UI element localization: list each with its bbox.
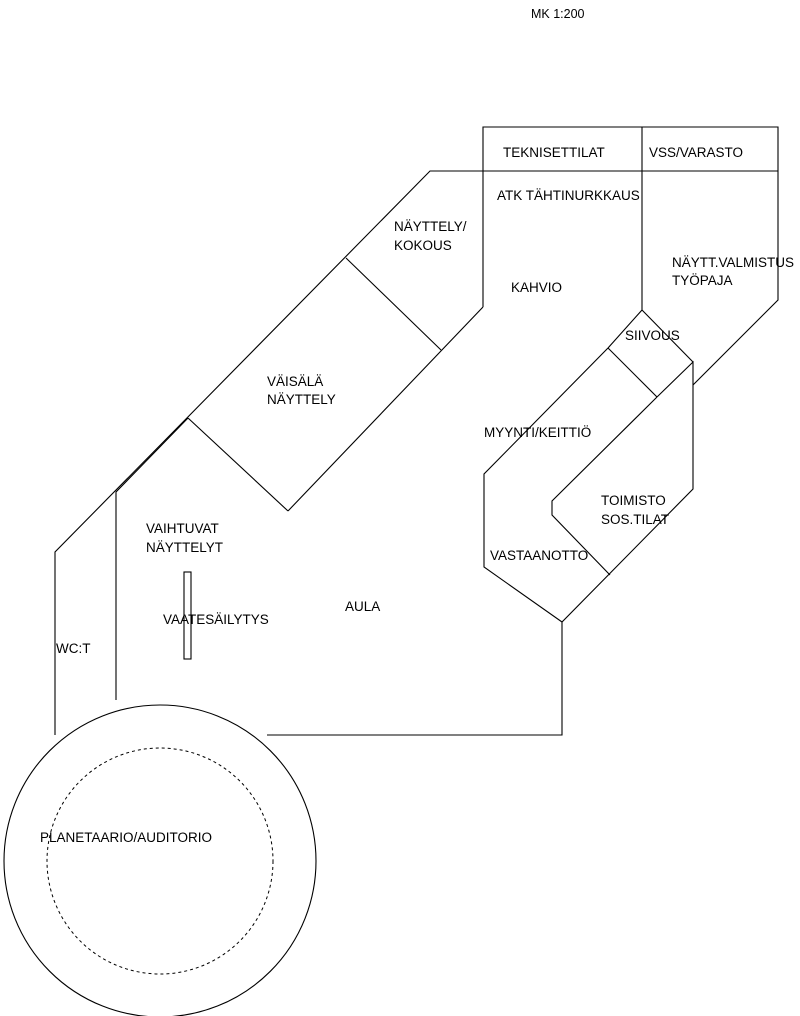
room-label-naytt-valmistus-2: TYÖPAJA bbox=[672, 273, 733, 288]
room-label-vaisala: VÄISÄLÄ bbox=[267, 374, 323, 389]
outer-wall-lower bbox=[267, 622, 563, 736]
room-label-kahvio: KAHVIO bbox=[511, 280, 562, 295]
wall-diagonal-inner-2 bbox=[287, 306, 484, 512]
room-label-vaisala-2: NÄYTTELY bbox=[267, 392, 336, 407]
room-label-vss-varasto: VSS/VARASTO bbox=[649, 145, 743, 160]
wall-tyopaja-south bbox=[641, 309, 694, 363]
room-label-teknisettilat: TEKNISETTILAT bbox=[503, 145, 605, 160]
room-label-siivous: SIIVOUS bbox=[625, 328, 680, 343]
room-label-nayttely-kokous: NÄYTTELY/ bbox=[394, 219, 467, 234]
wall-myynti-block bbox=[483, 347, 694, 623]
planetaario-outer-circle bbox=[3, 704, 317, 1016]
room-label-naytt-valmistus: NÄYTT.VALMISTUS bbox=[672, 255, 794, 270]
planetaario-dome-circle bbox=[46, 747, 274, 975]
wall-vaisala bbox=[187, 417, 289, 512]
room-label-vaihtuvat-2: NÄYTTELYT bbox=[146, 540, 223, 555]
room-label-planetaario: PLANETAARIO/AUDITORIO bbox=[40, 830, 212, 845]
wall-wc bbox=[115, 417, 189, 700]
wall-nayttely-kokous bbox=[345, 257, 442, 351]
wall-toimisto bbox=[551, 396, 658, 576]
room-label-toimisto: TOIMISTO bbox=[601, 493, 666, 508]
room-label-toimisto-2: SOS.TILAT bbox=[601, 512, 669, 527]
room-label-myynti-keittio: MYYNTI/KEITTIÖ bbox=[484, 425, 591, 440]
vaatesailytys-counter bbox=[183, 571, 192, 660]
room-label-atk-tahtinurkkaus: ATK TÄHTINURKKAUS bbox=[497, 188, 640, 203]
room-label-vaihtuvat: VAIHTUVAT bbox=[146, 521, 219, 536]
room-label-wc: WC:T bbox=[56, 641, 91, 656]
outer-wall bbox=[54, 126, 779, 735]
room-label-vaatesailytys: VAATESÄILYTYS bbox=[163, 612, 269, 627]
room-label-aula: AULA bbox=[345, 599, 380, 614]
wall-siivous-inner bbox=[607, 347, 658, 398]
scale-label: MK 1:200 bbox=[531, 7, 585, 21]
room-label-nayttely-kokous-2: KOKOUS bbox=[394, 238, 452, 253]
room-label-vastaanotto: VASTAANOTTO bbox=[490, 548, 588, 563]
